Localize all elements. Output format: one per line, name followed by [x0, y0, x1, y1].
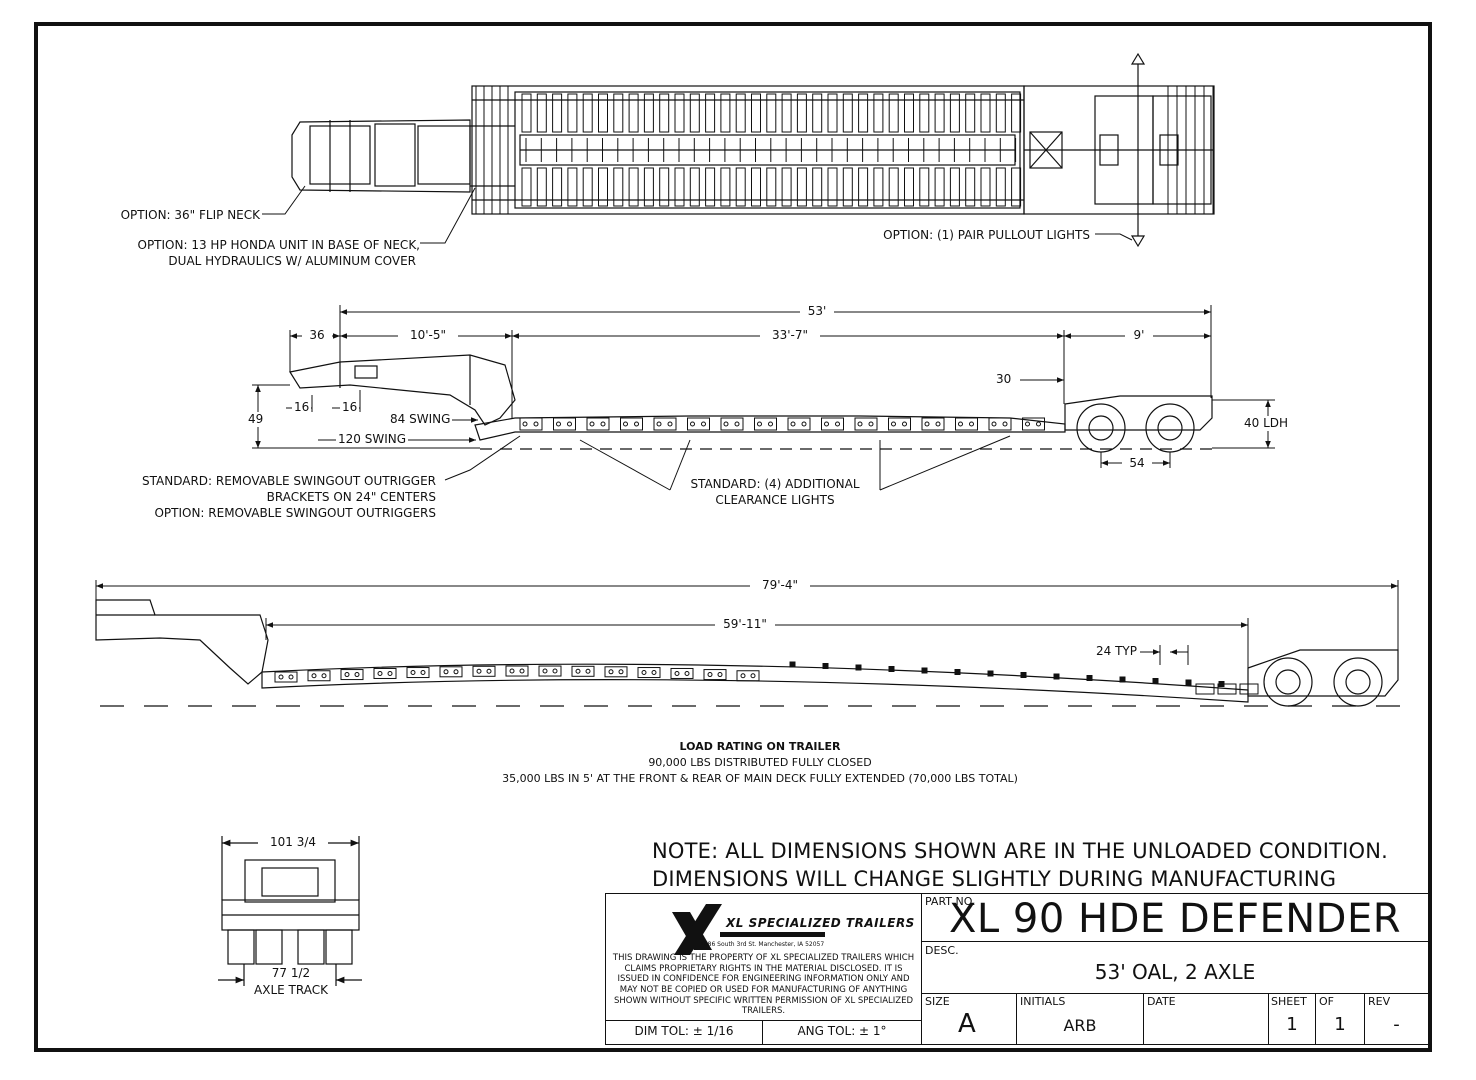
dim-24-typ: 24 TYP: [1094, 644, 1139, 659]
rear-view: [218, 836, 362, 986]
dim-84-swing: 84 SWING: [388, 412, 453, 427]
logo-text: XL SPECIALIZED TRAILERS: [726, 916, 915, 930]
sheet-label: SHEET: [1271, 995, 1307, 1008]
rev-label: REV: [1368, 995, 1391, 1008]
dim-16b: 16: [340, 400, 360, 415]
dim-rear-width: 101 3/4: [258, 835, 328, 850]
dim-16a: 16: [292, 400, 312, 415]
dim-30: 30: [994, 372, 1014, 387]
callout-flip-neck: OPTION: 36" FLIP NECK: [120, 208, 260, 222]
part-no: XL 90 HDE DEFENDER: [948, 896, 1402, 942]
part-no-label: PART NO.: [925, 895, 976, 908]
axle-track-label: AXLE TRACK: [254, 983, 328, 997]
load-rating-line1: 90,000 LBS DISTRIBUTED FULLY CLOSED: [648, 756, 872, 769]
dim-deck-extended: 59'-11": [715, 617, 775, 632]
sheet: 1: [1286, 1014, 1298, 1035]
load-rating-line2: 35,000 LBS IN 5' AT THE FRONT & REAR OF …: [502, 772, 1018, 785]
deck-ribs-side: [519, 417, 1045, 431]
callout-clearance-lights2: CLEARANCE LIGHTS: [715, 493, 835, 507]
top-view: [291, 52, 1215, 248]
rev: -: [1393, 1014, 1400, 1035]
callout-honda-line2: DUAL HYDRAULICS W/ ALUMINUM COVER: [168, 254, 416, 268]
dim-oal: 53': [800, 304, 834, 319]
dim-neck-length: 10'-5": [398, 328, 458, 343]
note-line1: NOTE: ALL DIMENSIONS SHOWN ARE IN THE UN…: [652, 839, 1389, 863]
size: A: [958, 1009, 976, 1039]
date-label: DATE: [1147, 995, 1176, 1008]
callout-outrigger-opt: OPTION: REMOVABLE SWINGOUT OUTRIGGERS: [154, 506, 436, 520]
xl-logo: [672, 904, 825, 955]
extended-view: [95, 599, 1400, 707]
dim-54: 54: [1122, 456, 1152, 471]
desc: 53' OAL, 2 AXLE: [1094, 960, 1256, 984]
ang-tol: ANG TOL: ± 1°: [797, 1024, 887, 1038]
initials-label: INITIALS: [1020, 995, 1066, 1008]
dim-49: 49: [246, 412, 266, 427]
of: 1: [1334, 1014, 1346, 1035]
load-rating-title: LOAD RATING ON TRAILER: [679, 740, 841, 753]
size-label: SIZE: [925, 995, 950, 1008]
dim-axle-track: 77 1/2: [271, 966, 311, 980]
drawing-border: [34, 22, 1432, 1052]
dim-rear-9: 9': [1125, 328, 1153, 343]
note-line2: DIMENSIONS WILL CHANGE SLIGHTLY DURING M…: [652, 867, 1337, 891]
dim-deck-length: 33'-7": [760, 328, 820, 343]
deck-ribs-extended: [274, 661, 1259, 695]
rev-cell: [1364, 993, 1429, 1045]
dim-tol: DIM TOL: ± 1/16: [634, 1024, 734, 1038]
callout-clearance-lights1: STANDARD: (4) ADDITIONAL: [690, 477, 860, 491]
dim-neck-36: 36: [302, 328, 332, 343]
callout-outrigger-std1: STANDARD: REMOVABLE SWINGOUT OUTRIGGER: [142, 474, 436, 488]
disclaimer: THIS DRAWING IS THE PROPERTY OF XL SPECI…: [612, 953, 915, 1017]
dim-40-ldh: 40 LDH: [1242, 416, 1291, 431]
initials: ARB: [1063, 1016, 1097, 1035]
logo-address: 1086 South 3rd St. Manchester, IA 52057: [700, 941, 825, 948]
dim-overall-extended: 79'-4": [750, 578, 810, 593]
callout-honda-line1: OPTION: 13 HP HONDA UNIT IN BASE OF NECK…: [137, 238, 421, 252]
desc-label: DESC.: [925, 944, 959, 957]
dim-120-swing: 120 SWING: [336, 432, 409, 447]
callout-outrigger-std2: BRACKETS ON 24" CENTERS: [266, 490, 436, 504]
side-view: [289, 354, 1213, 453]
of-label: OF: [1319, 995, 1334, 1008]
callout-pullout-lights: OPTION: (1) PAIR PULLOUT LIGHTS: [883, 228, 1090, 242]
deck-ribs-top: [475, 86, 1214, 214]
